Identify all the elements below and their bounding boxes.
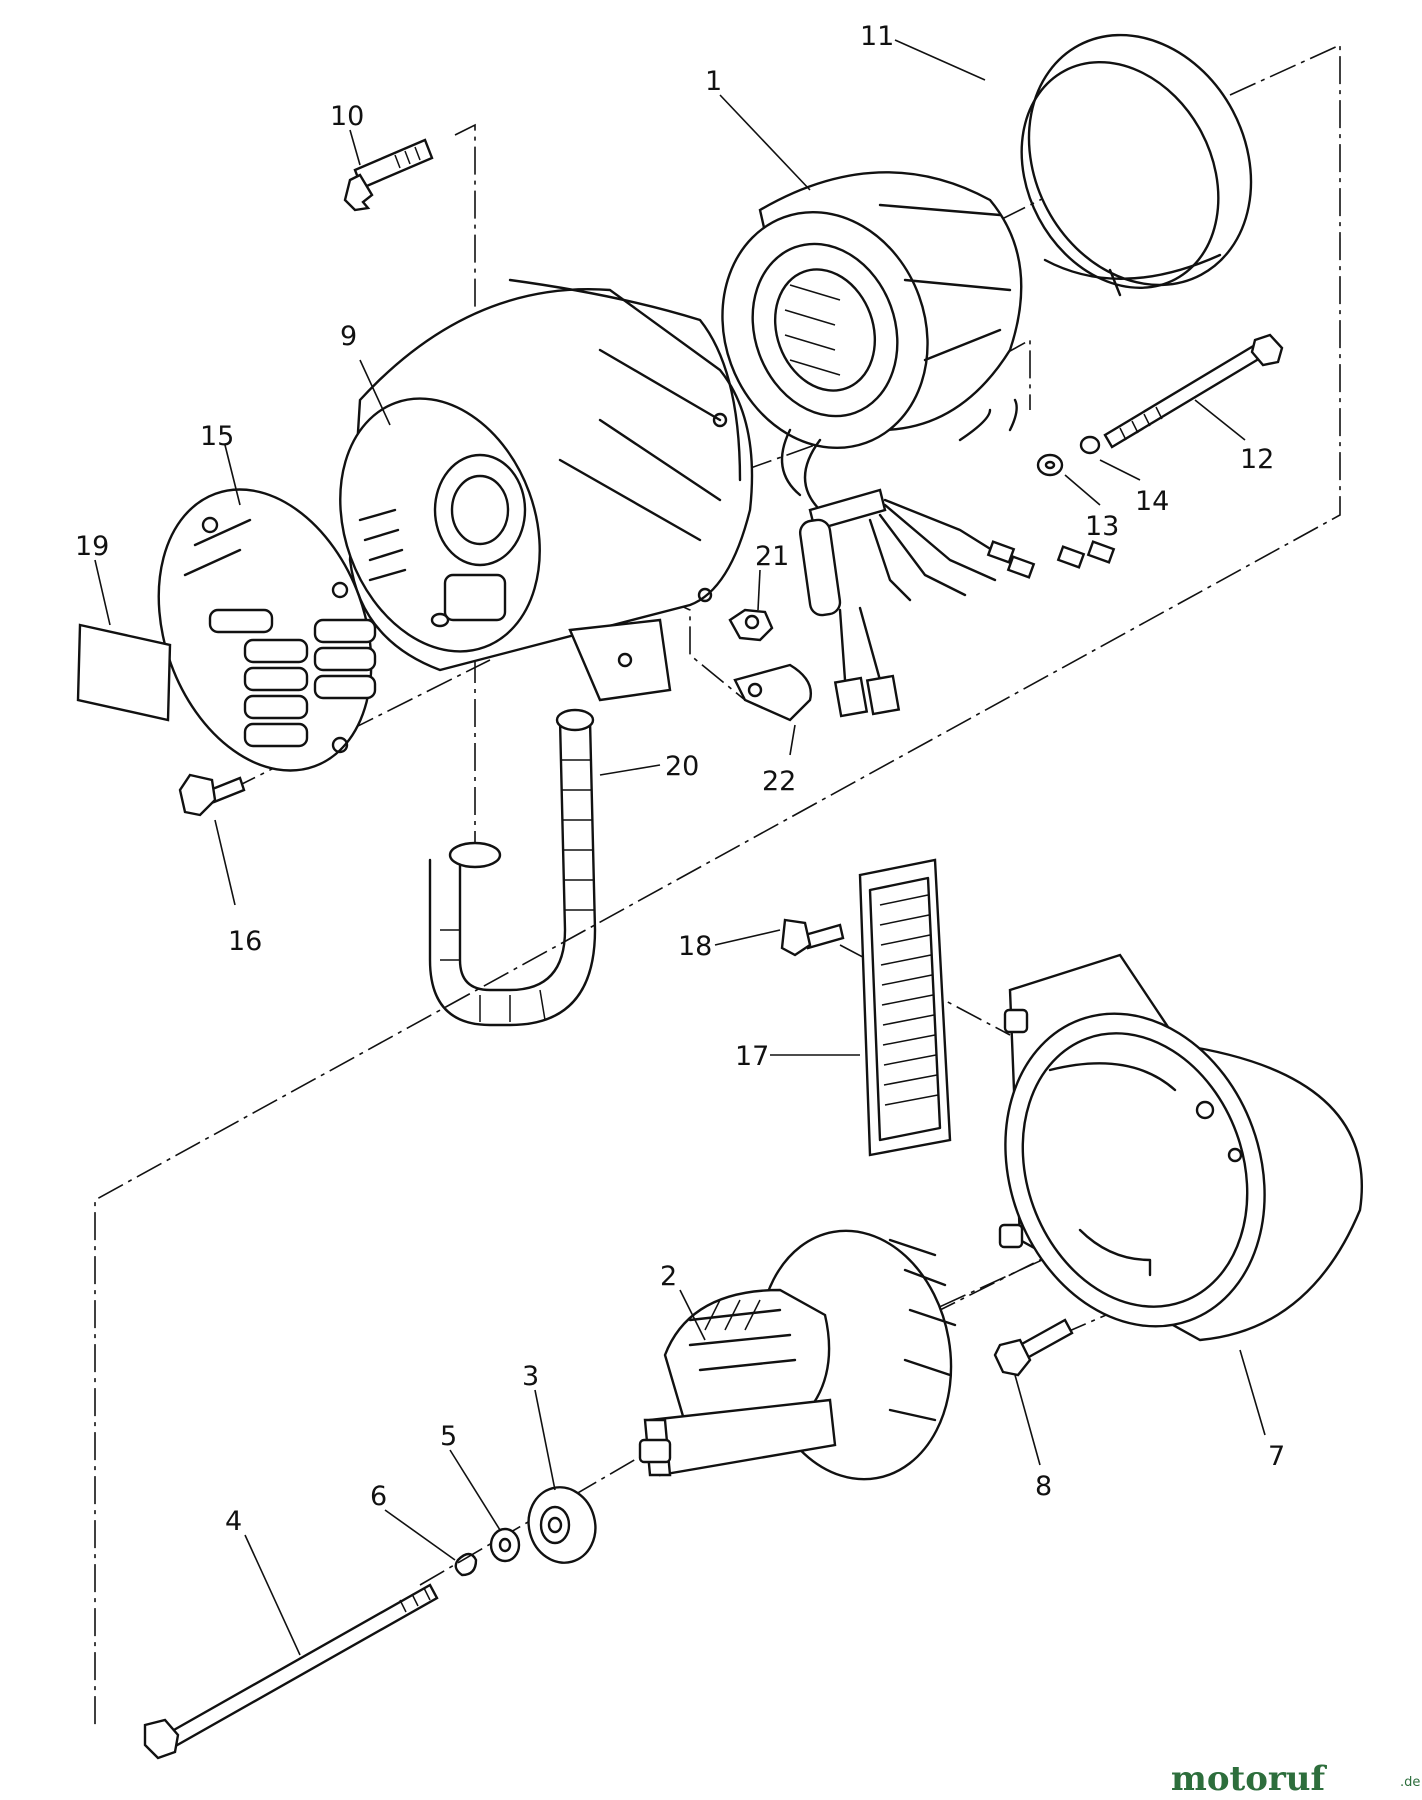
callout-2: 2 — [660, 1261, 706, 1341]
callout-number: 9 — [340, 321, 357, 352]
flat-washer — [1036, 453, 1064, 477]
callout-number: 13 — [1085, 511, 1119, 542]
callout-number: 21 — [755, 541, 789, 572]
callout-number: 18 — [678, 931, 712, 962]
callout-20: 20 — [599, 751, 699, 782]
drain-hose — [428, 708, 597, 1027]
ground-strap — [733, 663, 812, 722]
nut — [728, 608, 774, 642]
callout-6: 6 — [370, 1481, 456, 1561]
lock-washer — [454, 1552, 478, 1577]
callout-17: 17 — [735, 1041, 860, 1072]
callout-number: 7 — [1268, 1441, 1285, 1472]
assembly-axis-lines — [94, 43, 1341, 1725]
watermark: motoruf .de — [1171, 1759, 1421, 1799]
callout-number: 15 — [200, 421, 234, 452]
through-bolt — [143, 1583, 439, 1760]
callout-number: 16 — [228, 926, 262, 957]
callout-4: 4 — [225, 1506, 301, 1656]
callout-number: 10 — [330, 101, 364, 132]
callout-21: 21 — [755, 541, 789, 611]
end-plate — [157, 488, 377, 772]
callout-number: 22 — [762, 766, 796, 797]
label-plate — [76, 623, 172, 722]
callout-number: 11 — [860, 21, 894, 52]
louver-grille — [858, 858, 952, 1157]
fan-housing — [998, 953, 1363, 1342]
callout-9: 9 — [340, 321, 391, 426]
callout-15: 15 — [200, 421, 241, 506]
callout-10: 10 — [330, 101, 364, 166]
stator-bolt — [1103, 333, 1284, 449]
callout-number: 4 — [225, 1506, 242, 1537]
cover-bolt — [343, 138, 434, 212]
callout-3: 3 — [522, 1361, 556, 1491]
callout-13: 13 — [1064, 474, 1119, 542]
callout-22: 22 — [762, 724, 796, 797]
callouts: 1 2 3 4 5 6 7 8 9 10 11 12 13 14 15 16 1… — [75, 21, 1285, 1656]
callout-number: 6 — [370, 1481, 387, 1512]
callout-number: 3 — [522, 1361, 539, 1392]
callout-number: 14 — [1135, 486, 1169, 517]
callout-14: 14 — [1099, 459, 1169, 517]
rear-cover — [339, 278, 754, 702]
callout-number: 8 — [1035, 1471, 1052, 1502]
callout-number: 2 — [660, 1261, 677, 1292]
grille-screw — [780, 918, 845, 957]
watermark-brand: motoruf — [1171, 1759, 1328, 1799]
callout-number: 17 — [735, 1041, 769, 1072]
callout-1: 1 — [705, 66, 811, 191]
callout-number: 20 — [665, 751, 699, 782]
rotor — [638, 1229, 957, 1481]
callout-18: 18 — [678, 929, 781, 962]
housing-bolt — [993, 1318, 1074, 1377]
callout-12: 12 — [1194, 399, 1274, 475]
callout-number: 1 — [705, 66, 722, 97]
bearing — [527, 1486, 597, 1564]
callout-19: 19 — [75, 531, 111, 626]
callout-5: 5 — [440, 1421, 501, 1531]
callout-11: 11 — [860, 21, 986, 81]
watermark-tld: .de — [1400, 1775, 1420, 1790]
spring-washer — [1079, 435, 1101, 455]
washer — [489, 1527, 521, 1563]
callout-number: 5 — [440, 1421, 457, 1452]
stator — [721, 171, 1116, 718]
callout-7: 7 — [1239, 1349, 1285, 1472]
callout-16: 16 — [214, 819, 262, 957]
callout-8: 8 — [1014, 1374, 1052, 1502]
callout-number: 19 — [75, 531, 109, 562]
callout-number: 12 — [1240, 444, 1274, 475]
end-plate-screw — [178, 773, 246, 817]
stator-band — [1020, 33, 1253, 297]
